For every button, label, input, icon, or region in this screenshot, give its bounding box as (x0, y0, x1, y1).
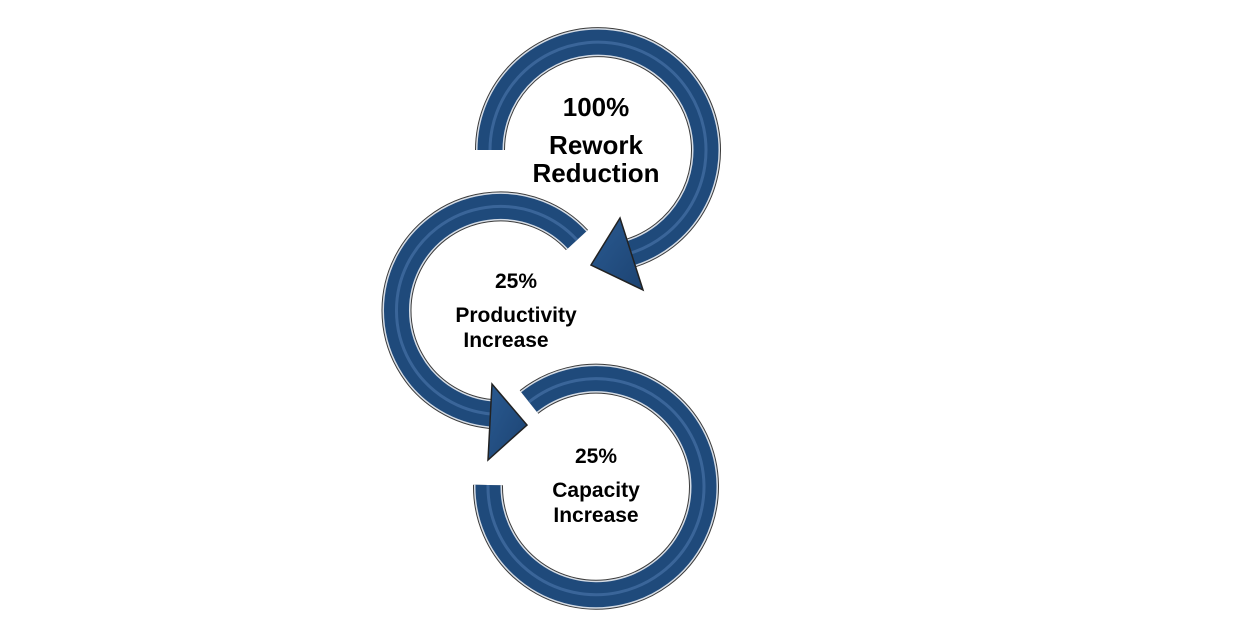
productivity-value: 25% (494, 270, 538, 293)
productivity-label-2: Increase (463, 329, 549, 352)
arrow-capacity (472, 363, 719, 610)
rework-label-2: Reduction (532, 158, 660, 188)
rework-value: 100% (562, 92, 630, 122)
arrow-rework (475, 27, 721, 292)
arrow-productivity (381, 191, 589, 462)
capacity-value: 25% (574, 445, 618, 468)
capacity-label-1: Capacity (552, 479, 640, 502)
capacity-label-2: Increase (553, 504, 639, 527)
rework-label-1: Rework (549, 130, 643, 160)
productivity-label-1: Productivity (455, 304, 577, 327)
